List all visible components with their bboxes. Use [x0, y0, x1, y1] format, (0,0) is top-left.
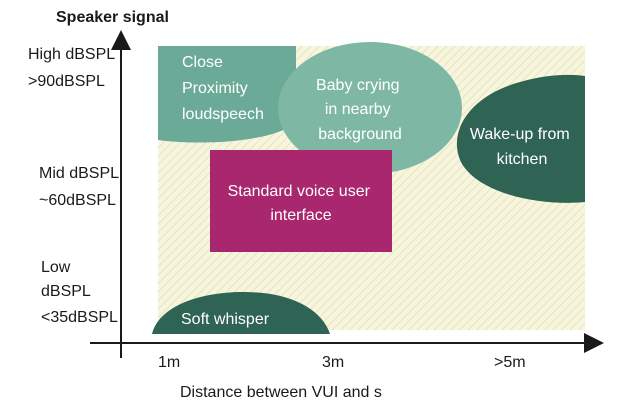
soft-whisper-label: Soft whisper — [181, 311, 270, 328]
baby-crying-region — [278, 42, 462, 174]
close-proximity-line-1: Close — [182, 54, 223, 71]
close-proximity-line-3: loudspeech — [182, 106, 264, 123]
baby-crying-line-3: background — [318, 126, 402, 143]
close-proximity-line-2: Proximity — [182, 80, 248, 97]
wake-up-region — [456, 74, 585, 203]
y-level-mid: Mid dBSPL ~60dBSPL — [39, 165, 123, 209]
svg-text:Baby crying in nearby: Baby crying in nearby background — [316, 77, 404, 143]
standard-vui-region — [210, 150, 392, 252]
wake-up-line-2: kitchen — [497, 151, 548, 168]
svg-text:Wake-up from kitchen: Wake-up from kitchen — [470, 126, 574, 168]
standard-vui-line-2: interface — [270, 207, 331, 224]
baby-crying-line-2: in nearby — [325, 101, 391, 118]
svg-text:Close Proximity loudsp: Close Proximity loudspeech — [182, 54, 264, 123]
baby-crying-line-1: Baby crying — [316, 77, 400, 94]
x-axis-title: Distance between VUI and s — [180, 384, 382, 401]
close-proximity-region — [158, 46, 296, 143]
x-tick-3m: 3m — [322, 354, 344, 371]
x-tick-1m: 1m — [158, 354, 180, 371]
x-tick-5m: >5m — [494, 354, 526, 371]
svg-text:Standard voice user interf: Standard voice user interface — [228, 183, 375, 224]
y-axis-title: Speaker signal — [56, 9, 169, 26]
soft-whisper-region — [152, 292, 330, 334]
wake-up-line-1: Wake-up from — [470, 126, 570, 143]
y-level-high: High dBSPL >90dBSPL — [28, 46, 119, 90]
standard-vui-line-1: Standard voice user — [228, 183, 371, 200]
y-level-low: Low dBSPL <35dBSPL — [41, 259, 118, 326]
